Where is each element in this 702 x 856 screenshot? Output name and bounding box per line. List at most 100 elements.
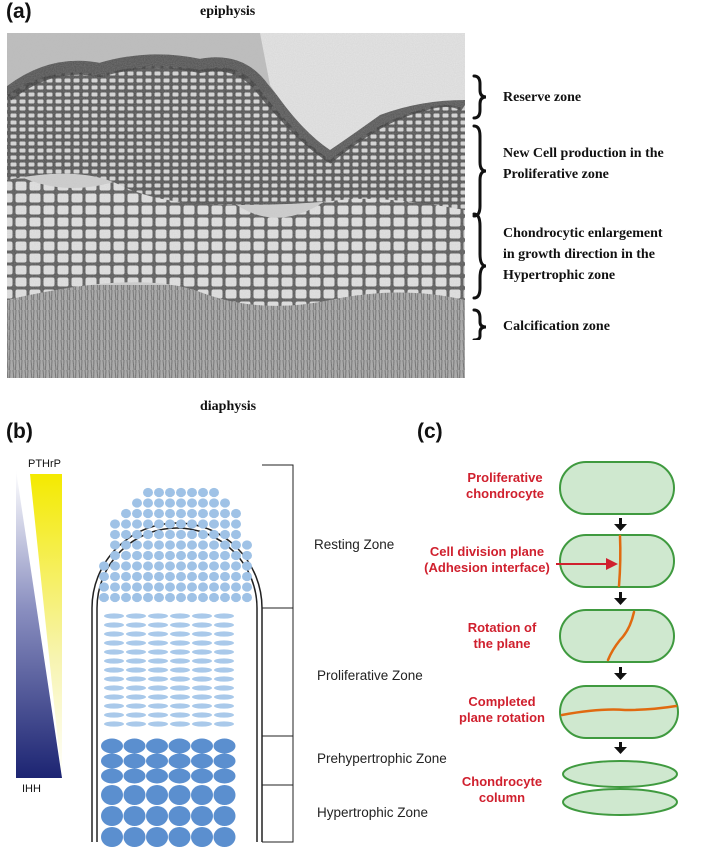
resting-cell	[176, 540, 186, 550]
proliferative-cell	[126, 658, 146, 664]
hypertrophic-cell	[213, 785, 236, 805]
proliferative-cell	[148, 685, 168, 691]
proliferative-cell	[148, 676, 168, 682]
resting-cell	[143, 550, 153, 561]
resting-cell	[187, 592, 197, 603]
proliferative-cell	[148, 631, 168, 637]
hypertrophic-cell	[146, 806, 168, 826]
resting-cell	[209, 592, 219, 603]
proliferative-cell	[214, 667, 234, 673]
proliferative-cell	[192, 631, 212, 637]
resting-cell	[187, 487, 197, 498]
zone-b-prehypertrophic: Prehypertrophic Zone	[317, 751, 447, 766]
resting-cell	[198, 508, 208, 519]
pthrp-label: PTHrP	[28, 458, 61, 470]
step-completed-rotation: Completed plane rotation	[459, 694, 545, 725]
proliferative-cell	[126, 622, 146, 628]
resting-cell	[154, 592, 164, 603]
proliferative-cell	[104, 658, 124, 664]
hypertrophic-cell	[146, 785, 168, 805]
proliferative-cell	[126, 712, 146, 718]
resting-cell	[187, 550, 197, 561]
proliferative-cell	[192, 658, 212, 664]
resting-cell	[132, 561, 142, 571]
resting-cell	[110, 540, 120, 550]
resting-cell	[231, 540, 241, 550]
resting-cell	[176, 561, 186, 571]
resting-cell	[187, 582, 197, 592]
hypertrophic-cell	[168, 827, 191, 847]
step-division-plane: Cell division plane (Adhesion interface)	[424, 544, 550, 575]
proliferative-cell	[104, 649, 124, 655]
proliferative-cell	[192, 676, 212, 682]
resting-cell	[143, 529, 153, 540]
resting-cell	[154, 561, 164, 571]
proliferative-cell	[214, 703, 234, 709]
resting-cell	[187, 498, 197, 508]
proliferative-cell	[148, 712, 168, 718]
proliferative-cell	[192, 694, 212, 700]
resting-cell	[209, 487, 219, 498]
resting-cell	[198, 571, 208, 582]
resting-cell	[110, 561, 120, 571]
proliferative-cell	[126, 721, 146, 727]
resting-cell	[154, 529, 164, 540]
proliferative-cell	[170, 622, 190, 628]
hypertrophic-cell	[168, 806, 191, 826]
resting-cell	[198, 487, 208, 498]
proliferative-cell	[170, 658, 190, 664]
resting-cell	[176, 508, 186, 519]
proliferative-cell	[170, 613, 190, 619]
proliferative-cell	[126, 685, 146, 691]
brace-reserve	[472, 74, 487, 120]
resting-cell	[165, 508, 175, 519]
resting-cell	[165, 529, 175, 540]
proliferative-cell	[214, 640, 234, 646]
panel-a-label: (a)	[6, 0, 32, 23]
resting-cell	[110, 582, 120, 592]
resting-cell	[121, 508, 131, 519]
resting-cell	[220, 582, 230, 592]
proliferative-cell	[126, 676, 146, 682]
zone-b-hypertrophic: Hypertrophic Zone	[317, 805, 429, 820]
zone-brackets	[262, 464, 294, 843]
resting-cell	[176, 582, 186, 592]
step-proliferative-chondrocyte: Proliferative chondrocyte	[465, 470, 544, 501]
proliferative-cell	[126, 649, 146, 655]
prehypertrophic-cell	[101, 738, 123, 754]
proliferative-cell	[214, 685, 234, 691]
ihh-label: IHH	[22, 783, 41, 795]
step-chondrocyte-column: Chondrocyte column	[461, 774, 543, 805]
resting-cell	[220, 561, 230, 571]
resting-cell	[154, 508, 164, 519]
resting-cell	[220, 592, 230, 603]
resting-cell	[154, 498, 164, 508]
proliferative-cell	[148, 658, 168, 664]
resting-cell	[220, 540, 230, 550]
resting-cell	[231, 561, 241, 571]
proliferative-cell	[170, 631, 190, 637]
proliferative-cell	[214, 622, 234, 628]
proliferative-cell	[214, 631, 234, 637]
proliferative-cell	[214, 721, 234, 727]
proliferative-cell	[214, 658, 234, 664]
proliferative-cell	[126, 667, 146, 673]
proliferative-cell	[170, 703, 190, 709]
proliferative-cell	[170, 685, 190, 691]
resting-cell	[242, 571, 252, 582]
resting-cell	[143, 571, 153, 582]
proliferative-cell	[192, 640, 212, 646]
resting-cell	[165, 498, 175, 508]
resting-cell	[99, 592, 109, 603]
resting-cell	[154, 571, 164, 582]
zone-a-proliferative: New Cell production in the Proliferative…	[503, 146, 664, 182]
proliferative-cell	[126, 631, 146, 637]
resting-cell	[165, 592, 175, 603]
resting-cell	[121, 529, 131, 540]
resting-cell	[132, 571, 142, 582]
resting-cell	[187, 540, 197, 550]
resting-cell	[220, 508, 230, 519]
proliferative-cell	[170, 640, 190, 646]
rotating-plane	[606, 610, 636, 662]
prehypertrophic-cell	[191, 768, 213, 784]
